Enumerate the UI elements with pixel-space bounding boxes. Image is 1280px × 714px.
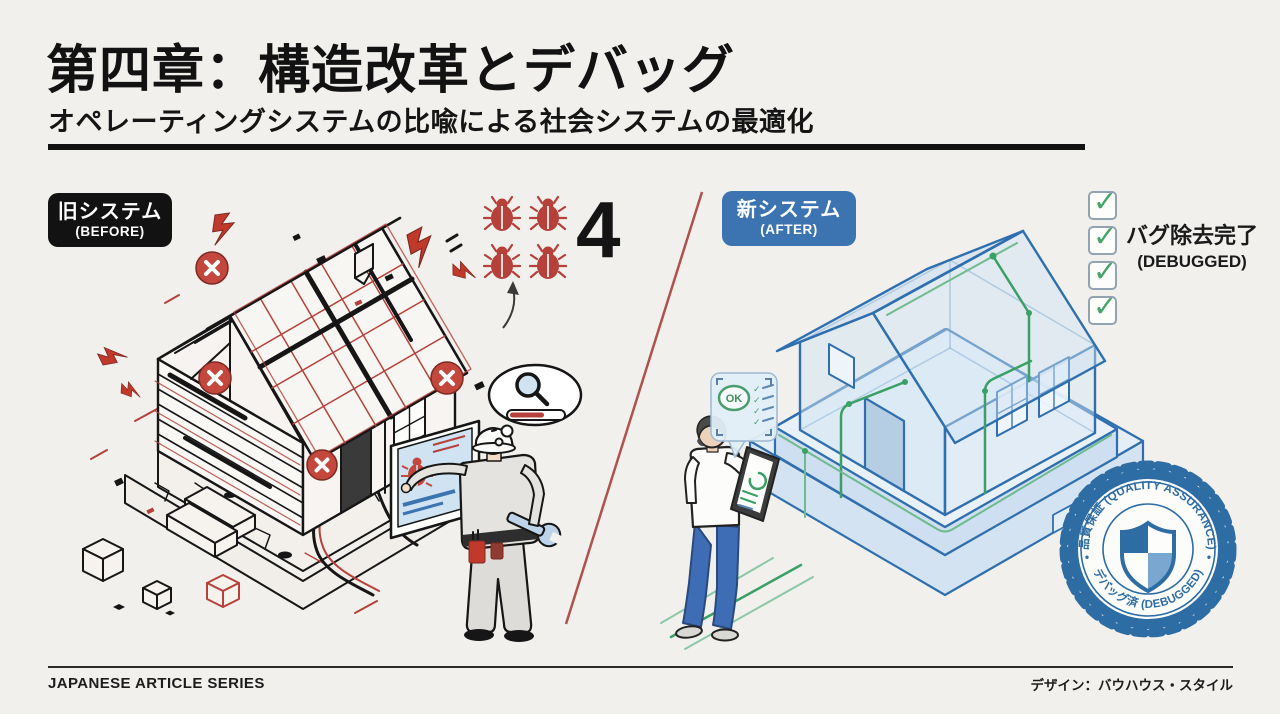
progress-bar xyxy=(506,409,566,421)
bug-icon xyxy=(483,243,521,279)
check-icon: ✓ xyxy=(1093,186,1118,218)
bug-icon xyxy=(483,195,521,231)
checkbox: ✓ xyxy=(1088,221,1117,255)
before-badge-ja: 旧システム xyxy=(57,200,163,223)
checkbox: ✓ xyxy=(1088,186,1117,220)
old-system-illustration xyxy=(82,212,583,642)
check-icon: ✓ xyxy=(753,406,761,416)
new-system-illustration: OK ✓ ✓ ✓ ✓ xyxy=(660,229,1145,650)
footer-credit-label: デザイン：バウハウス・スタイル xyxy=(1030,678,1234,693)
lightning-icons xyxy=(96,212,476,398)
check-icon: ✓ xyxy=(1093,256,1118,288)
checkbox: ✓ xyxy=(1088,291,1117,325)
title-underline xyxy=(48,144,1085,150)
error-x-icons xyxy=(195,251,464,481)
diagnostic-panel xyxy=(389,419,481,540)
after-badge-en: (AFTER) xyxy=(760,222,818,238)
divider-line xyxy=(564,191,704,625)
thought-bubble xyxy=(487,363,583,447)
checklist-labels: バグ除去完了 (DEBUGGED) xyxy=(1116,218,1268,272)
bug-count: 4 xyxy=(576,185,621,274)
before-badge: 旧システム (BEFORE) xyxy=(48,193,172,247)
footer-series-label: JAPANESE ARTICLE SERIES xyxy=(48,675,265,692)
checkbox: ✓ xyxy=(1088,256,1117,290)
bug-icon xyxy=(529,243,567,279)
after-badge-ja: 新システム xyxy=(736,199,842,222)
check-icon: ✓ xyxy=(753,384,761,394)
worker-figure xyxy=(400,427,566,642)
page-title: 第四章：構造改革とデバッグ xyxy=(46,42,736,100)
bug-counter: 4 xyxy=(483,190,623,299)
qa-seal: 品質保証 (QUALITY ASSURANCE) デバッグ済 (DEBUGGED… xyxy=(1059,460,1237,638)
hard-hat-icon xyxy=(472,427,516,454)
seal-dot-right: • xyxy=(1207,550,1211,564)
before-badge-en: (BEFORE) xyxy=(75,223,145,239)
ok-speech-bubble: OK ✓ ✓ ✓ ✓ xyxy=(710,372,778,459)
magnifier-icon xyxy=(515,372,550,407)
bug-icon xyxy=(529,195,567,231)
check-icon: ✓ xyxy=(753,417,761,427)
checklist-label-en: (DEBUGGED) xyxy=(1137,252,1247,271)
after-badge: 新システム (AFTER) xyxy=(722,191,856,246)
tablet xyxy=(730,446,780,522)
page-subtitle: オペレーティングシステムの比喩による社会システムの最適化 xyxy=(48,107,814,137)
check-icon: ✓ xyxy=(1093,221,1118,253)
checklist-label-ja: バグ除去完了 xyxy=(1125,223,1258,248)
arrow-up-icon xyxy=(502,281,519,329)
check-icon: ✓ xyxy=(1093,291,1118,323)
inspector-figure xyxy=(675,415,780,642)
ok-label: OK xyxy=(726,393,743,405)
old-house xyxy=(82,216,515,616)
footer-rule xyxy=(48,666,1233,668)
seal-dot-left: • xyxy=(1085,550,1089,564)
wrench-icon xyxy=(506,511,566,548)
new-house xyxy=(660,229,1145,650)
check-icon: ✓ xyxy=(753,395,761,405)
